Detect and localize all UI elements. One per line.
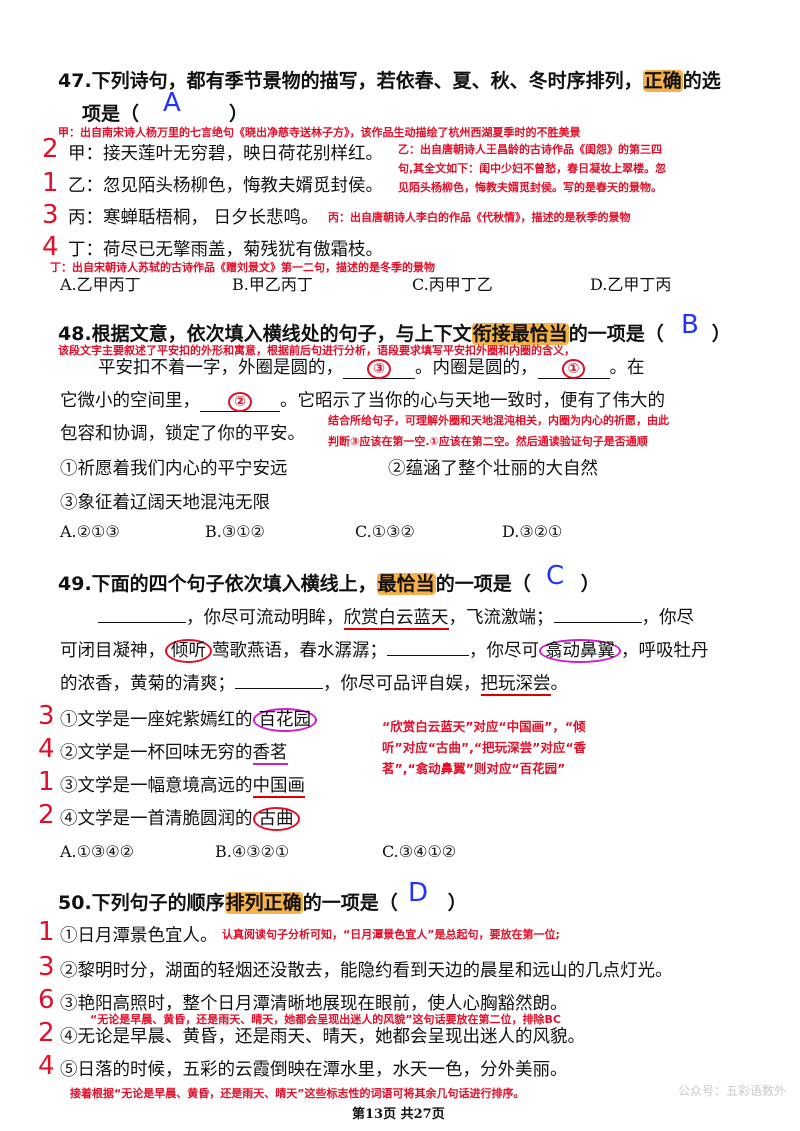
q48-para-line2: 它微小的空间里，②。它昭示了当你的心与天地一致时，便有了伟大的 [60,391,665,412]
q48-mark-third: ② [228,392,252,412]
q49-para-line1: ，你尽可流动明眸，欣赏白云蓝天，飞流激端；，你尽 [98,604,694,630]
q48-option-a: A.②①③ [60,522,120,541]
q47-order-yi: 1 [42,168,59,198]
q49-option-a: A.①③④② [60,842,135,861]
page-footer: 第13页 共27页 [352,1107,445,1122]
q49-order-2: 4 [38,734,55,764]
q48-note1: 该段文字主要叙述了平安扣的外形和寓意，根据前后句进行分析，语段要求填写平安扣外圈… [58,344,575,357]
q49-option-c: C.③④①② [382,842,457,861]
q47-note-ding: 丁：出自宋朝诗人苏轼的古诗作品《赠刘景文》第一二句，描述的是冬季的景物 [50,261,435,274]
q48-option-c: C.①③② [355,522,415,541]
q48-note2: 结合所给句子，可理解外圈和天地混沌相关，内圈为内心的祈愿，由此判断③应该在第一空… [328,414,669,448]
q49-option-b: B.④③②① [215,842,290,861]
q47-title: 47.下列诗句，都有季节景物的描写，若依春、夏、秋、冬时序排列，正确的选 [58,70,721,92]
q47-order-jia: 2 [42,134,59,164]
q47-title-line2: 项是（） [82,103,249,125]
watermark: 公众号：五彩语数外 [678,1084,787,1098]
q48-mark-second: ① [561,359,586,379]
q50-order-3: 6 [38,985,55,1015]
q47-line-yi: 乙：忽见陌头杨柳色，悔教夫婿觅封侯。 [68,176,383,196]
q50-order-2: 3 [38,952,55,982]
q48-para-line1: 平安扣不着一字，外圈是圆的，③。内圈是圆的，①。在 [98,358,645,379]
q48-option-d: D.③②① [502,522,563,541]
q50-item-3: ③艳阳高照时，整个日月潭清晰地展现在眼前，使人心胸豁然朗。 [60,994,568,1014]
q50-order-5: 4 [38,1051,55,1081]
q48-mark-first: ③ [367,359,391,379]
q49-para-line3: 的浓香，黄菊的清爽；，你尽可品评自娱，把玩深尝。 [60,674,568,696]
q49-title: 49.下面的四个句子依次填入横线上，最恰当的一项是（） [58,573,600,595]
q47-note-yi: 乙：出自唐朝诗人王昌龄的古诗作品《闺怨》的第三四句,其全文如下：闺中少妇不曾愁，… [398,143,667,194]
q47-line-ding: 丁：荷尽已无擎雨盖，菊残犹有傲霜枝。 [68,240,383,260]
q49-answer: C [546,561,565,591]
q50-note1: 认真阅读句子分析可知，“日月潭景色宜人”是总起句，要放在第一位; [222,928,560,941]
q48-item-1: ①祈愿着我们内心的平宁安远 [60,459,288,479]
q49-order-3: 1 [38,767,55,797]
q49-item-3: ③文学是一幅意境高远的中国画 [60,776,305,798]
q48-para-line3: 包容和协调，锁定了你的平安。 [60,424,305,444]
q50-order-4: 2 [38,1018,55,1048]
q50-order-1: 1 [38,917,55,947]
q50-item-1: ①日月潭景色宜人。 [60,926,218,946]
q47-option-d: D.乙甲丁丙 [590,275,672,294]
q47-order-ding: 4 [42,232,59,262]
q50-title: 50.下列句子的顺序排列正确的一项是（） [58,892,467,914]
q50-item-2: ②黎明时分，湖面的轻烟还没散去，能隐约看到天边的晨星和远山的几点灯光。 [60,961,673,981]
q49-order-4: 2 [38,800,55,830]
q49-para-line2: 可闭目凝神，倾听莺歌燕语，春水潺潺；，你尽可翕动鼻翼，呼吸牡丹 [60,639,709,663]
q50-item-4: ④无论是早晨、黄昏，还是雨天、晴天，她都会呈现出迷人的风貌。 [60,1027,585,1047]
q49-item-4: ④文学是一首清脆圆润的古曲 [60,805,300,831]
q49-order-1: 3 [38,701,55,731]
q48-answer: B [681,310,699,340]
q50-note3: 接着根据“无论是早晨、黄昏，还是雨天、晴天”这些标志性的词语可将其余几句话进行排… [70,1087,525,1100]
q47-option-b: B.甲乙丙丁 [232,275,313,294]
q48-item-3: ③象征着辽阔天地混沌无限 [60,493,270,513]
q49-item-1: ①文学是一座姹紫嫣红的百花园 [60,706,317,732]
q47-note-jia: 甲：出自南宋诗人杨万里的七言绝句《晓出净慈寺送林子方》，该作品生动描绘了杭州西湖… [58,126,581,139]
q48-item-2: ②蕴涵了整个壮丽的大自然 [388,459,598,479]
q50-note2: “无论是早晨、黄昏，还是雨天、晴天，她都会呈现出迷人的风貌”这句话要放在第二位，… [90,1013,561,1026]
q50-item-5: ⑤日落的时候，五彩的云霞倒映在潭水里，水天一色，分外美丽。 [60,1060,568,1080]
q48-title: 48.根据文意，依次填入横线处的句子，与上下文衔接最恰当的一项是（） [58,323,731,345]
q47-option-c: C.丙甲丁乙 [412,275,493,294]
q49-item-2: ②文学是一杯回味无穷的香茗 [60,743,288,765]
q47-option-a: A.乙甲丙丁 [60,275,141,294]
q48-option-b: B.③①② [205,522,265,541]
q47-line-bing: 丙：寒蝉聒梧桐， 日夕长悲鸣。 [68,208,319,228]
q50-answer: D [408,878,429,908]
q47-line-jia: 甲：接天莲叶无穷碧，映日荷花别样红。 [68,144,383,164]
q47-order-bing: 3 [42,200,59,230]
q49-note: “欣赏白云蓝天”对应“中国画”，“倾听”对应“古曲”,“把玩深尝”对应“香茗”,… [382,719,587,776]
q47-answer: A [163,88,181,118]
q47-note-bing: 丙：出自唐朝诗人李白的作品《代秋情》，描述的是秋季的景物 [328,211,631,224]
